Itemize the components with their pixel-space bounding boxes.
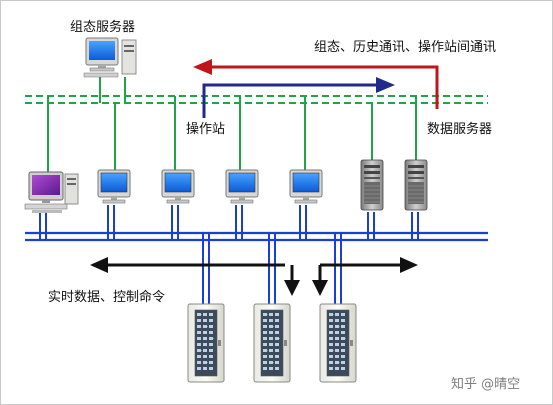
operator-station-icon bbox=[289, 169, 323, 204]
blue-drops-upper bbox=[39, 205, 419, 240]
control-cabinet-icon bbox=[319, 303, 357, 383]
comm-types-label: 组态、历史通讯、操作站间通讯 bbox=[314, 40, 497, 55]
comm-arrow-navy bbox=[202, 77, 395, 118]
control-cabinet-icon bbox=[187, 303, 225, 383]
engineer-workstation-icon bbox=[24, 171, 79, 213]
watermark: 知乎 @晴空 bbox=[451, 377, 521, 392]
realtime-data-label: 实时数据、控制命令 bbox=[48, 290, 166, 305]
comm-arrow-red bbox=[193, 59, 439, 109]
blue-drops-lower bbox=[202, 233, 342, 305]
control-cabinet-icon bbox=[253, 303, 291, 383]
operator-station-icon bbox=[225, 169, 259, 204]
blue-network bbox=[25, 231, 488, 242]
config-server-label: 组态服务器 bbox=[70, 20, 136, 35]
operator-station-label: 操作站 bbox=[186, 122, 226, 137]
operator-station-icon bbox=[97, 169, 131, 204]
config-server-icon bbox=[83, 37, 137, 78]
data-server-icon bbox=[404, 159, 428, 211]
green-network bbox=[25, 95, 488, 104]
data-server-label: 数据服务器 bbox=[427, 122, 493, 137]
data-server-icon bbox=[360, 159, 384, 211]
green-drops bbox=[47, 77, 417, 172]
realtime-arrow bbox=[90, 257, 418, 296]
operator-station-icon bbox=[161, 169, 195, 204]
